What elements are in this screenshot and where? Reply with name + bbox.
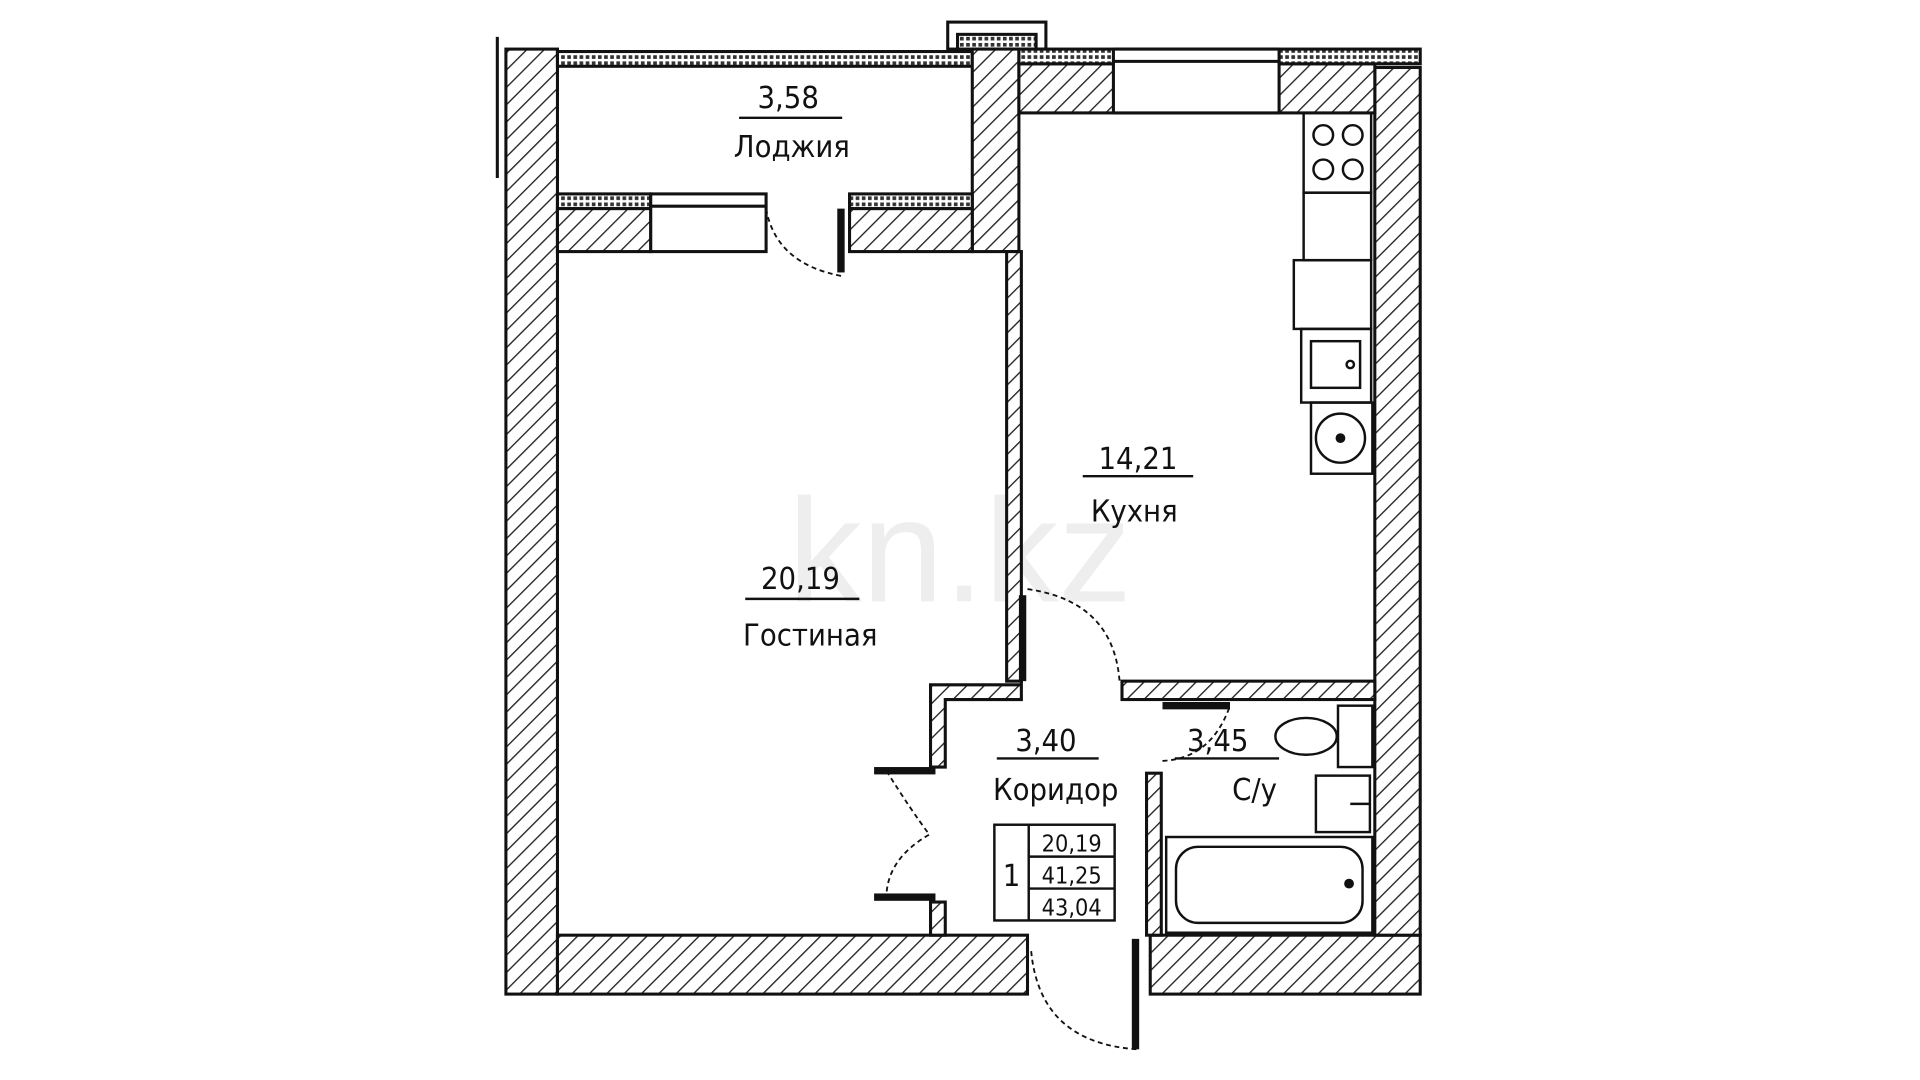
room-area: 3,40 (1015, 724, 1076, 759)
room-area: 3,58 (757, 81, 818, 116)
rooms-count: 1 (1003, 859, 1021, 894)
watermark: kn.kz (788, 469, 1132, 633)
total-area: 41,25 (1042, 863, 1102, 890)
room-bathroom: 3,45С/у (1174, 724, 1280, 808)
room-area: 14,21 (1098, 442, 1177, 477)
area-summary-table: 1 20,19 41,25 43,04 (993, 823, 1116, 922)
total-with-loggia: 43,04 (1042, 895, 1102, 922)
doors (765, 208, 1231, 1051)
kitchen-sink-icon (1309, 339, 1362, 390)
washbasin-icon (1314, 774, 1372, 834)
room-name: Гостиная (743, 619, 877, 654)
toilet-icon (1274, 704, 1374, 769)
room-name: Кухня (1091, 495, 1178, 530)
room-area: 20,19 (761, 562, 840, 597)
fixtures (1164, 111, 1374, 934)
bathtub-icon (1164, 835, 1374, 934)
walls (495, 20, 1422, 996)
living-area: 20,19 (1042, 831, 1102, 858)
room-name: Лоджия (734, 130, 850, 165)
counter-icon (1292, 258, 1373, 331)
washer-icon (1309, 401, 1374, 475)
door-leaves (837, 208, 1230, 1050)
room-name: Коридор (993, 773, 1118, 808)
room-area: 3,45 (1187, 724, 1248, 759)
room-name: С/у (1232, 773, 1277, 808)
stove-icon (1302, 111, 1373, 194)
